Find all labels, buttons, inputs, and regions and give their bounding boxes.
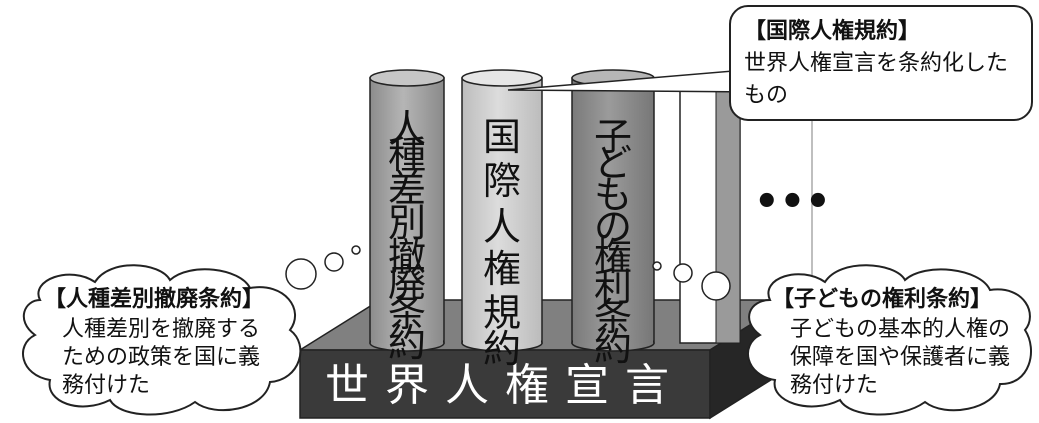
- callout-child-title: 【子どもの権利条約】: [772, 286, 992, 312]
- thought-trail-left: [285, 245, 361, 290]
- callout-covenant-line-2: もの: [744, 83, 788, 108]
- pillar-racial: 人種差別撤廃条約: [369, 69, 445, 365]
- callout-child-line-2: 保障を国や保護者に義: [790, 345, 1010, 370]
- callout-racial-line-3: 務付けた: [62, 373, 150, 398]
- base-label: 世界人権宣言: [325, 360, 685, 411]
- pillar-child: 子どもの権利条約: [571, 69, 655, 369]
- callout-racial-line-1: 人種差別を撤廃する: [62, 317, 260, 342]
- more-indicator: •••: [754, 179, 831, 225]
- callout-racial: 【人種差別撤廃条約】 人種差別を撤廃する ための政策を国に義 務付けた: [22, 264, 302, 416]
- pillar-covenant: 国際人権規約: [461, 69, 543, 371]
- callout-covenant: 【国際人権規約】 世界人権宣言を条約化した もの: [507, 5, 1033, 121]
- pillar-covenant-label: 国際人権規約: [483, 115, 521, 371]
- pillar-racial-label: 人種差別撤廃条約: [388, 107, 426, 365]
- callout-covenant-title: 【国際人権規約】: [744, 18, 920, 44]
- thought-trail-right: [652, 261, 731, 301]
- callout-racial-line-2: ための政策を国に義: [62, 345, 260, 370]
- callout-racial-title: 【人種差別撤廃条約】: [44, 286, 264, 312]
- callout-child-line-3: 務付けた: [790, 373, 878, 398]
- base-front-face: [299, 349, 711, 419]
- callout-covenant-line-1: 世界人権宣言を条約化した: [744, 51, 1008, 76]
- pillar-child-label: 子どもの権利条約: [594, 115, 632, 369]
- callout-child-line-1: 子どもの基本的人権の: [790, 317, 1010, 342]
- callout-child: 【子どもの権利条約】 子どもの基本的人権の 保障を国や保護者に義 務付けた: [747, 264, 1033, 416]
